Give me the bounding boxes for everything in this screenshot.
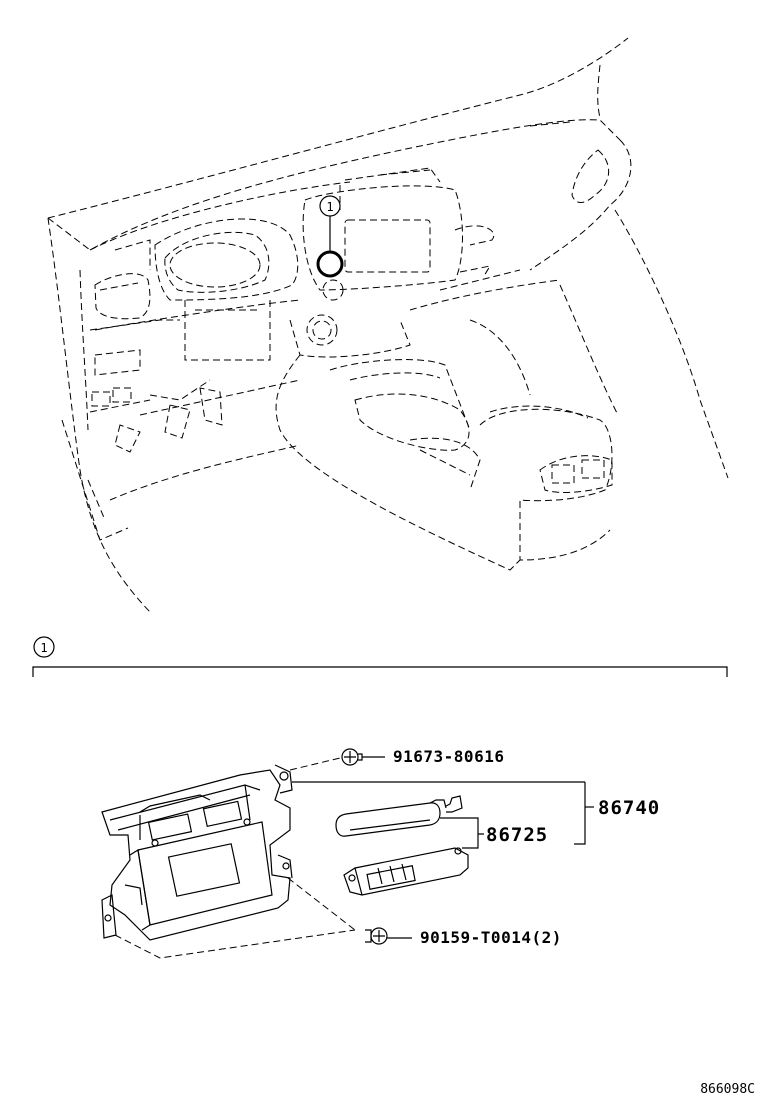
bolt-part	[365, 927, 412, 945]
assembly-leaders	[114, 757, 356, 959]
callout-number: 1	[326, 200, 333, 214]
receiver-module	[343, 847, 469, 896]
dashboard-illustration	[47, 37, 729, 613]
antenna-unit	[335, 795, 463, 837]
antenna-part-number: 86725	[486, 824, 548, 846]
location-callout: 1	[316, 195, 344, 278]
location-marker	[316, 250, 344, 278]
section-number: 1	[40, 641, 47, 655]
section-header: 1	[32, 636, 728, 677]
assembly-part-number: 86740	[598, 797, 660, 819]
module-bracket-assembly	[101, 764, 293, 941]
part-number-leaders	[292, 781, 594, 849]
screw-part-number: 91673-80616	[393, 747, 504, 766]
figure-code: 866098C	[700, 1082, 755, 1097]
bolt-part-number: 90159-T0014(2)	[420, 928, 562, 947]
screw-part	[341, 748, 385, 766]
